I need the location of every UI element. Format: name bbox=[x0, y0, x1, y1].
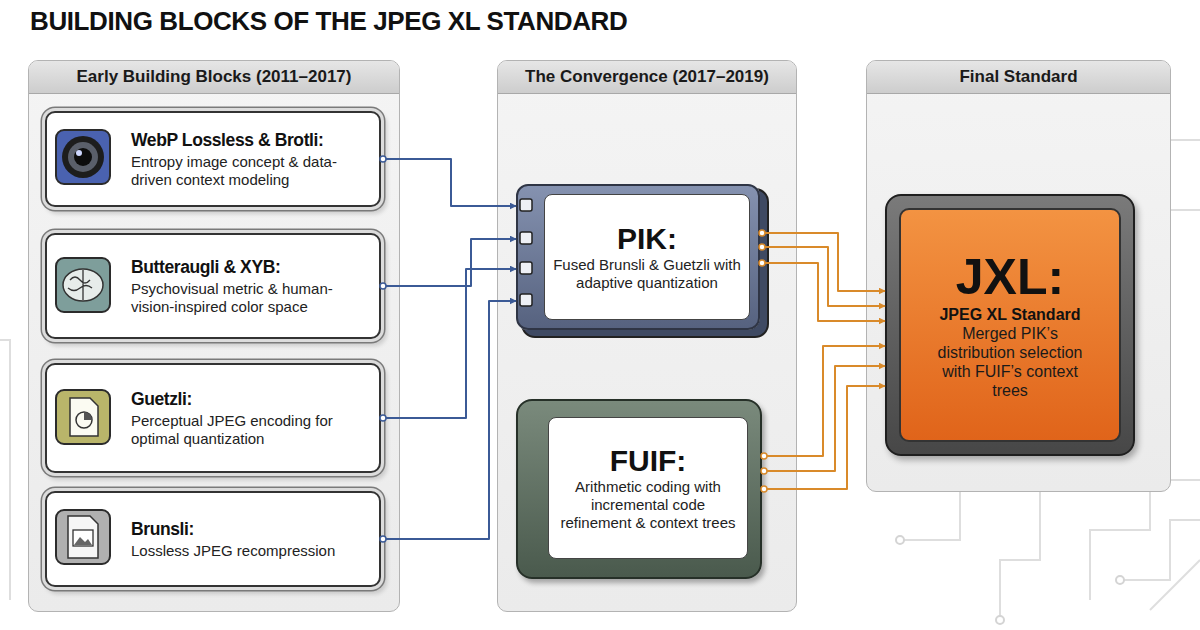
block-description: Perceptual JPEG encoding for optimal qua… bbox=[131, 412, 375, 448]
block-description: Entropy image concept & data-driven cont… bbox=[131, 153, 375, 189]
circuit-trace bbox=[0, 340, 10, 600]
codec-box: FUIF:Arithmetic coding with incremental … bbox=[516, 399, 762, 579]
block-description: Lossless JPEG recompression bbox=[131, 542, 375, 560]
block-heading: Guetzli: bbox=[131, 389, 375, 410]
circuit-trace bbox=[900, 492, 960, 540]
standard-subtitle: JPEG XL Standard bbox=[939, 305, 1080, 324]
codec-heading: FUIF: bbox=[610, 444, 687, 479]
column-panel: Early Building Blocks (2011–2017) WebP Lo… bbox=[28, 60, 400, 612]
connector-line bbox=[381, 239, 516, 286]
circuit-pad bbox=[996, 616, 1004, 624]
inner-card: JXL:JPEG XL StandardMerged PIK’s distrib… bbox=[899, 208, 1121, 442]
codec-description: Arithmetic coding with incremental code … bbox=[557, 478, 739, 532]
block-heading: Butteraugli & XYB: bbox=[131, 257, 375, 278]
building-block-box: WebP Lossless & Brotli:Entropy image con… bbox=[45, 111, 381, 207]
circuit-trace bbox=[1150, 560, 1200, 610]
circuit-trace bbox=[1090, 480, 1200, 600]
codec-heading: PIK: bbox=[617, 222, 677, 257]
standard-box: JXL:JPEG XL StandardMerged PIK’s distrib… bbox=[885, 194, 1135, 456]
column-panel: The Convergence (2017–2019) PIK:Fused Bru… bbox=[497, 60, 797, 612]
inner-card: FUIF:Arithmetic coding with incremental … bbox=[548, 417, 748, 559]
input-connector bbox=[380, 301, 516, 542]
text-column: Guetzli:Perceptual JPEG encoding for opt… bbox=[131, 389, 375, 448]
input-connector bbox=[380, 269, 516, 421]
standard-heading: JXL: bbox=[956, 250, 1064, 305]
building-block-box: Brunsli: Lossless JPEG recompression bbox=[45, 491, 381, 587]
building-block-box: Guetzli:Perceptual JPEG encoding for opt… bbox=[45, 363, 381, 473]
circuit-pad bbox=[1116, 576, 1124, 584]
input-connector bbox=[380, 156, 516, 206]
input-connector bbox=[380, 239, 516, 289]
connector-line bbox=[381, 159, 516, 206]
diagram-title: BUILDING BLOCKS OF THE JPEG XL STANDARD bbox=[30, 6, 627, 37]
block-heading: WebP Lossless & Brotli: bbox=[131, 130, 375, 151]
codec-description: Fused Brunsli & Guetzli with adaptive qu… bbox=[553, 256, 741, 292]
connector-line bbox=[381, 269, 516, 418]
panel-header: Early Building Blocks (2011–2017) bbox=[29, 61, 399, 94]
text-column: WebP Lossless & Brotli:Entropy image con… bbox=[131, 130, 375, 189]
text-column: Butteraugli & XYB:Psychovisual metric & … bbox=[131, 257, 375, 316]
connector-line bbox=[381, 301, 516, 539]
panel-header: The Convergence (2017–2019) bbox=[498, 61, 796, 94]
inner-card: PIK:Fused Brunsli & Guetzli with adaptiv… bbox=[544, 194, 750, 320]
circuit-pad bbox=[896, 536, 904, 544]
building-block-box: Butteraugli & XYB:Psychovisual metric & … bbox=[45, 233, 381, 339]
standard-description: Merged PIK’s distribution selection with… bbox=[923, 324, 1098, 401]
block-heading: Brunsli: bbox=[131, 519, 375, 540]
circuit-trace bbox=[1000, 492, 1040, 620]
block-description: Psychovisual metric & human-vision-inspi… bbox=[131, 280, 375, 316]
panel-header: Final Standard bbox=[867, 61, 1170, 94]
column-panel: Final StandardJXL:JPEG XL StandardMerged… bbox=[866, 60, 1171, 492]
codec-box: PIK:Fused Brunsli & Guetzli with adaptiv… bbox=[516, 184, 760, 330]
text-column: Brunsli: Lossless JPEG recompression bbox=[131, 519, 375, 560]
